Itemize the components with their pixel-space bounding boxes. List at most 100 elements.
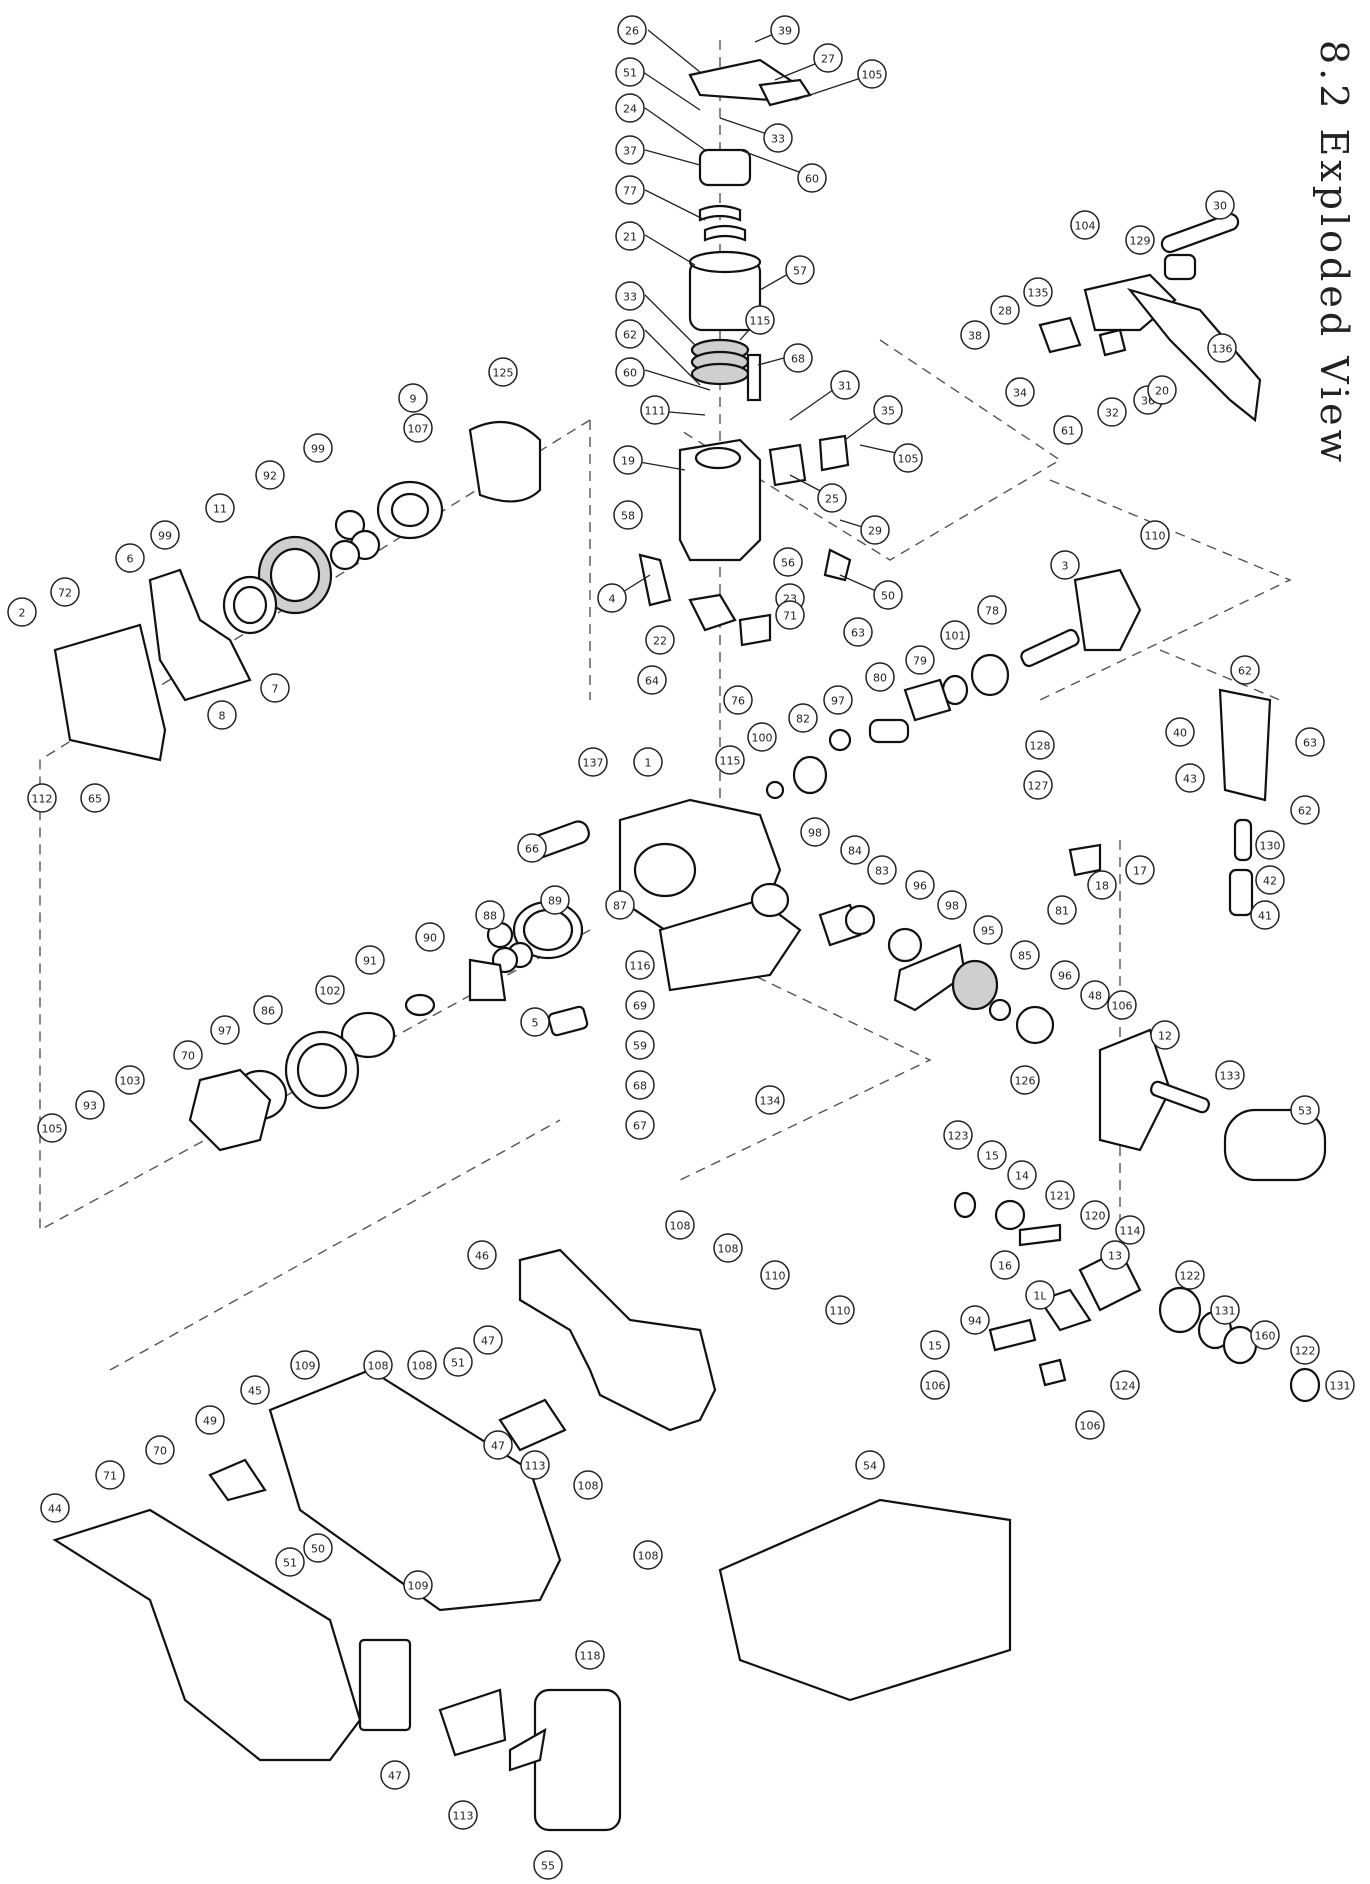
callout-51: 51 xyxy=(275,1547,305,1577)
callout-100: 100 xyxy=(747,722,777,752)
callout-104: 104 xyxy=(1070,210,1100,240)
callout-number: 113 xyxy=(525,1460,546,1473)
callout-number: 111 xyxy=(645,405,666,418)
callout-number: 105 xyxy=(862,69,883,82)
callout-63: 63 xyxy=(843,617,873,647)
callout-number: 18 xyxy=(1095,880,1109,893)
callout-number: 70 xyxy=(153,1445,167,1458)
callout-circle xyxy=(665,1210,695,1240)
main-body-housing xyxy=(188,798,802,1152)
callout-number: 85 xyxy=(1018,950,1032,963)
callout-48: 48 xyxy=(1080,980,1110,1010)
callout-circle xyxy=(723,685,753,715)
callout-number: 2 xyxy=(19,607,26,620)
callout-number: 47 xyxy=(388,1770,402,1783)
callout-97: 97 xyxy=(823,685,853,715)
callout-circle xyxy=(145,1435,175,1465)
callout-number: 57 xyxy=(793,265,807,278)
callout-circle xyxy=(920,1370,950,1400)
callout-circle xyxy=(1210,1295,1240,1325)
callout-circle xyxy=(1080,1200,1110,1230)
callout-circle xyxy=(613,445,643,475)
callout-89: 89 xyxy=(540,885,570,915)
callout-number: 86 xyxy=(261,1005,275,1018)
callout-circle xyxy=(645,625,675,655)
callout-circle xyxy=(1023,770,1053,800)
callout-number: 91 xyxy=(363,955,377,968)
callout-number: 30 xyxy=(1213,200,1227,213)
callout-circle xyxy=(800,817,830,847)
callout-110: 110 xyxy=(825,1295,855,1325)
callout-circle xyxy=(625,1030,655,1060)
callout-118: 118 xyxy=(575,1640,605,1670)
callout-number: 12 xyxy=(1158,1030,1172,1043)
callout-3: 3 xyxy=(1050,550,1080,580)
callout-circle xyxy=(905,645,935,675)
callout-circle xyxy=(50,577,80,607)
callout-63: 63 xyxy=(1295,727,1325,757)
callout-128: 128 xyxy=(1025,730,1055,760)
callout-number: 92 xyxy=(263,470,277,483)
callout-45: 45 xyxy=(240,1375,270,1405)
callout-21: 21 xyxy=(615,221,645,251)
callout-circle xyxy=(443,1347,473,1377)
callout-circle xyxy=(517,833,547,863)
callout-91: 91 xyxy=(355,945,385,975)
callout-circle xyxy=(150,520,180,550)
callout-circle xyxy=(115,543,145,573)
callout-number: 60 xyxy=(805,173,819,186)
callout-125: 125 xyxy=(488,357,518,387)
callout-38: 38 xyxy=(960,320,990,350)
callout-number: 34 xyxy=(1013,387,1027,400)
callout-126: 126 xyxy=(1010,1065,1040,1095)
callout-160: 160 xyxy=(1250,1320,1280,1350)
callout-85: 85 xyxy=(1010,940,1040,970)
callout-82: 82 xyxy=(788,703,818,733)
callout-circle xyxy=(830,370,860,400)
callout-16: 16 xyxy=(990,1250,1020,1280)
callout-101: 101 xyxy=(940,620,970,650)
callout-56: 56 xyxy=(773,547,803,577)
callout-number: 25 xyxy=(825,493,839,506)
callout-circle xyxy=(7,597,37,627)
callout-circle xyxy=(615,221,645,251)
callout-number: 42 xyxy=(1263,875,1277,888)
callout-95: 95 xyxy=(973,915,1003,945)
callout-circle xyxy=(1295,727,1325,757)
callout-55: 55 xyxy=(533,1850,563,1880)
callout-circle xyxy=(520,1007,550,1037)
callout-number: 49 xyxy=(203,1415,217,1428)
callout-62: 62 xyxy=(1230,655,1260,685)
callout-120: 120 xyxy=(1080,1200,1110,1230)
callout-number: 109 xyxy=(408,1580,429,1593)
callout-circle xyxy=(860,515,890,545)
callout-number: 1L xyxy=(1033,1290,1047,1303)
callout-137: 137 xyxy=(578,747,608,777)
callout-circle xyxy=(115,1065,145,1095)
callout-circle xyxy=(715,745,745,775)
callout-number: 44 xyxy=(48,1503,62,1516)
page-title: 8.2 Exploded View xyxy=(1312,40,1356,467)
callout-number: 33 xyxy=(771,133,785,146)
callout-number: 38 xyxy=(968,330,982,343)
callout-circle xyxy=(865,662,895,692)
callout-circle xyxy=(95,1460,125,1490)
callout-number: 93 xyxy=(83,1100,97,1113)
callout-number: 51 xyxy=(283,1557,297,1570)
callout-number: 48 xyxy=(1088,990,1102,1003)
callout-number: 33 xyxy=(623,291,637,304)
callout-circle xyxy=(1010,940,1040,970)
callout-87: 87 xyxy=(605,890,635,920)
callout-105: 105 xyxy=(857,59,887,89)
callout-84: 84 xyxy=(840,835,870,865)
callout-12: 12 xyxy=(1150,1020,1180,1050)
callout-circle xyxy=(1100,1240,1130,1270)
callout-number: 67 xyxy=(633,1120,647,1133)
callout-131: 131 xyxy=(1325,1370,1355,1400)
callout-circle xyxy=(303,1533,333,1563)
callout-circle xyxy=(253,995,283,1025)
callout-17: 17 xyxy=(1125,855,1155,885)
callout-circle xyxy=(760,1260,790,1290)
callout-circle xyxy=(448,1800,478,1830)
callout-number: 103 xyxy=(120,1075,141,1088)
